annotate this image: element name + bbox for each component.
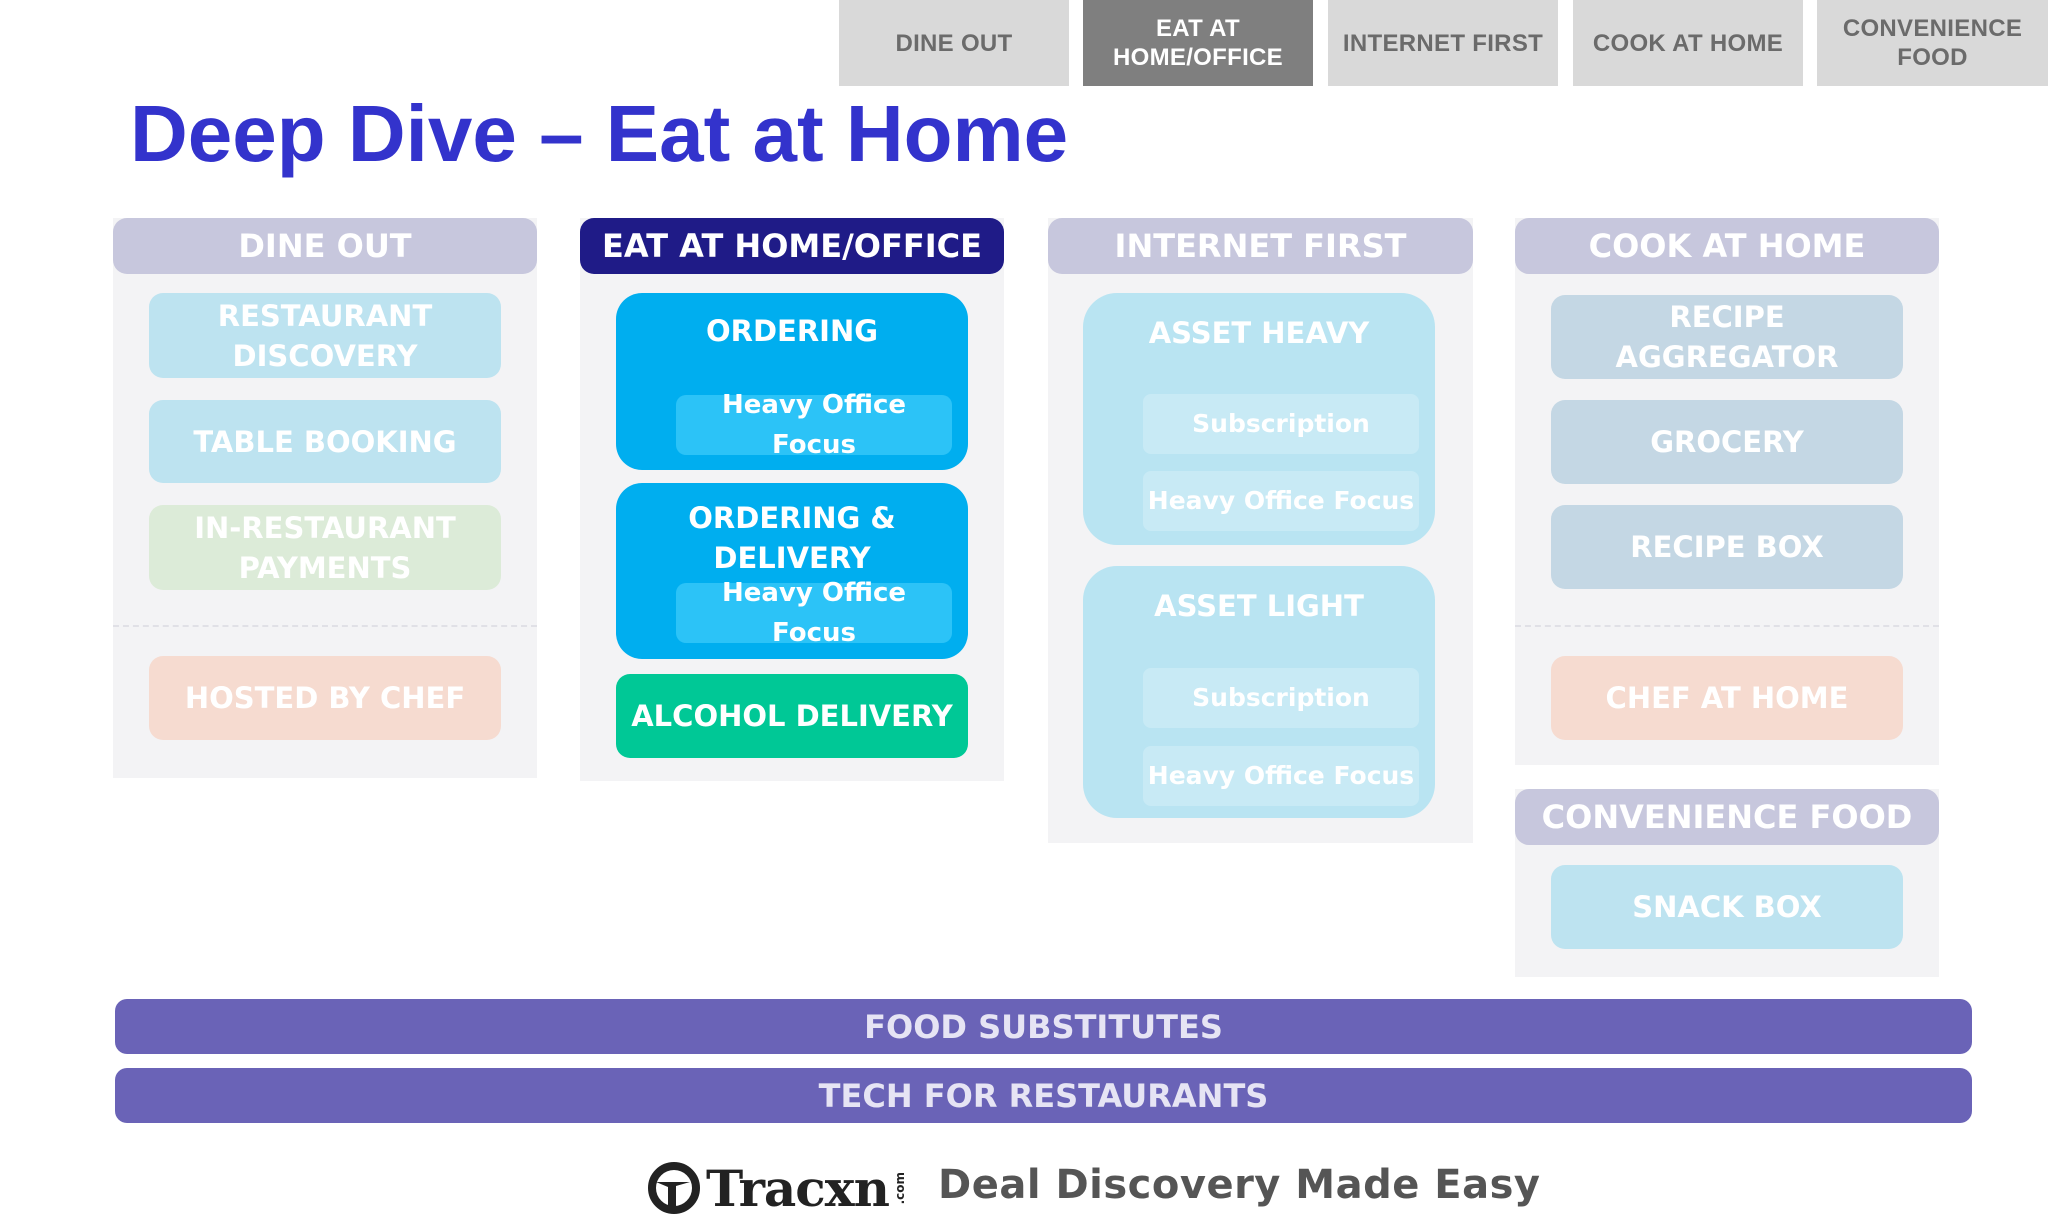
internet-first-header: INTERNET FIRST <box>1048 218 1473 274</box>
divider <box>1515 625 1939 627</box>
tab-cook-at-home[interactable]: COOK AT HOME <box>1573 0 1803 86</box>
tagline: Deal Discovery Made Easy <box>938 1162 1541 1208</box>
eat-at-home-header: EAT AT HOME/OFFICE <box>580 218 1004 274</box>
convenience-food-header: CONVENIENCE FOOD <box>1515 789 1939 845</box>
food-substitutes-band: FOOD SUBSTITUTES <box>115 999 1972 1054</box>
asset-heavy-label: ASSET HEAVY <box>1148 316 1370 350</box>
ordering-heavy-office-focus: Heavy Office Focus <box>676 390 952 460</box>
ordering-box: ORDERING Heavy Office Focus <box>616 293 968 470</box>
table-booking-box: TABLE BOOKING <box>149 400 501 483</box>
tracxn-logo: Tracxn .com <box>646 1158 907 1218</box>
chef-at-home-box: CHEF AT HOME <box>1551 656 1903 740</box>
in-restaurant-payments-box: IN-RESTAURANT PAYMENTS <box>149 505 501 590</box>
tracxn-wordmark: Tracxn <box>706 1158 890 1218</box>
alcohol-delivery-box: ALCOHOL DELIVERY <box>616 674 968 758</box>
ordering-delivery-heavy-office-focus: Heavy Office Focus <box>676 578 952 648</box>
tracxn-logo-icon <box>648 1162 700 1214</box>
asset-heavy-office-focus: Heavy Office Focus <box>1143 471 1419 531</box>
hosted-by-chef-box: HOSTED BY CHEF <box>149 656 501 740</box>
asset-light-box: ASSET LIGHT Subscription Heavy Office Fo… <box>1083 566 1435 818</box>
asset-light-office-focus: Heavy Office Focus <box>1143 746 1419 806</box>
cook-at-home-header: COOK AT HOME <box>1515 218 1939 274</box>
ordering-delivery-box: ORDERING & DELIVERY Heavy Office Focus <box>616 483 968 659</box>
restaurant-discovery-box: RESTAURANT DISCOVERY <box>149 293 501 378</box>
grocery-box: GROCERY <box>1551 400 1903 484</box>
tech-for-restaurants-band: TECH FOR RESTAURANTS <box>115 1068 1972 1123</box>
asset-light-subscription: Subscription <box>1143 668 1419 728</box>
tab-dine-out[interactable]: DINE OUT <box>839 0 1069 86</box>
asset-heavy-box: ASSET HEAVY Subscription Heavy Office Fo… <box>1083 293 1435 545</box>
asset-heavy-subscription: Subscription <box>1143 394 1419 454</box>
page-title: Deep Dive – Eat at Home <box>130 89 1069 178</box>
tab-convenience-food[interactable]: CONVENIENCE FOOD <box>1817 0 2048 86</box>
dine-out-header: DINE OUT <box>113 218 537 274</box>
ordering-delivery-label: ORDERING & DELIVERY <box>688 501 896 575</box>
divider <box>113 625 537 627</box>
recipe-box-box: RECIPE BOX <box>1551 505 1903 589</box>
tab-internet-first[interactable]: INTERNET FIRST <box>1328 0 1558 86</box>
snack-box-box: SNACK BOX <box>1551 865 1903 949</box>
recipe-aggregator-box: RECIPE AGGREGATOR <box>1551 295 1903 379</box>
tab-eat-at-home-office[interactable]: EAT AT HOME/OFFICE <box>1083 0 1313 86</box>
asset-light-label: ASSET LIGHT <box>1154 589 1364 623</box>
ordering-label: ORDERING <box>705 314 879 348</box>
tracxn-com: .com <box>892 1171 907 1205</box>
